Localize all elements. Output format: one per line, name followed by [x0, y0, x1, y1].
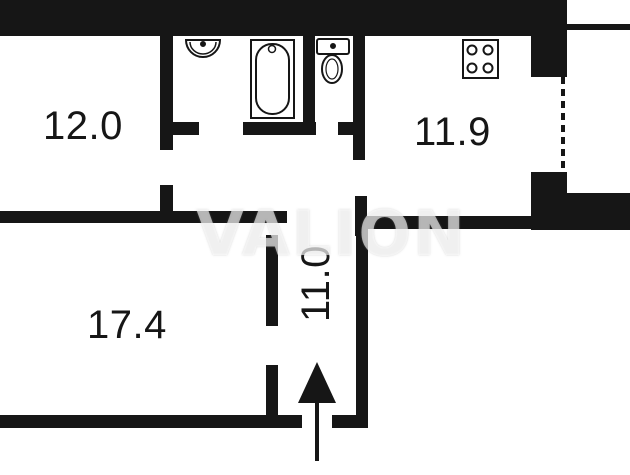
- wall-hall-right: [356, 216, 368, 428]
- wall-room1-bottom: [0, 211, 287, 223]
- balcony-top-line: [567, 24, 630, 30]
- entrance-arrow-icon: [298, 362, 336, 461]
- wall-room3-bottom: [0, 415, 302, 428]
- bath-stub-1: [173, 122, 199, 135]
- bathtub-icon: [250, 39, 295, 119]
- wall-wc-kitchen: [353, 36, 365, 160]
- top-exterior-wall: [0, 0, 567, 36]
- room-area-11-0: 11.0: [294, 245, 338, 322]
- bath-stub-2: [243, 122, 316, 135]
- room-area-12-0: 12.0: [43, 104, 123, 148]
- wall-hall-left-upper: [266, 235, 278, 326]
- kitchen-window-pier-top: [531, 36, 567, 77]
- walls: [0, 0, 630, 428]
- wall-room1-bath: [160, 36, 173, 150]
- room-area-17-4: 17.4: [87, 303, 167, 347]
- kitchen-window-pier-bottom: [531, 172, 567, 230]
- wall-bath-wc: [303, 36, 315, 135]
- wc-stub: [338, 122, 353, 135]
- wall-hall-left-lower: [266, 365, 278, 428]
- sink-icon: [184, 39, 222, 58]
- wall-hall-bottom-right: [332, 415, 368, 428]
- room-area-11-9: 11.9: [414, 110, 491, 154]
- wall-kitchen-bottom: [365, 216, 531, 229]
- stove-icon: [462, 39, 499, 79]
- toilet-icon: [316, 38, 350, 84]
- balcony-bottom-wall: [567, 193, 630, 230]
- wall-room1-stub: [160, 185, 173, 213]
